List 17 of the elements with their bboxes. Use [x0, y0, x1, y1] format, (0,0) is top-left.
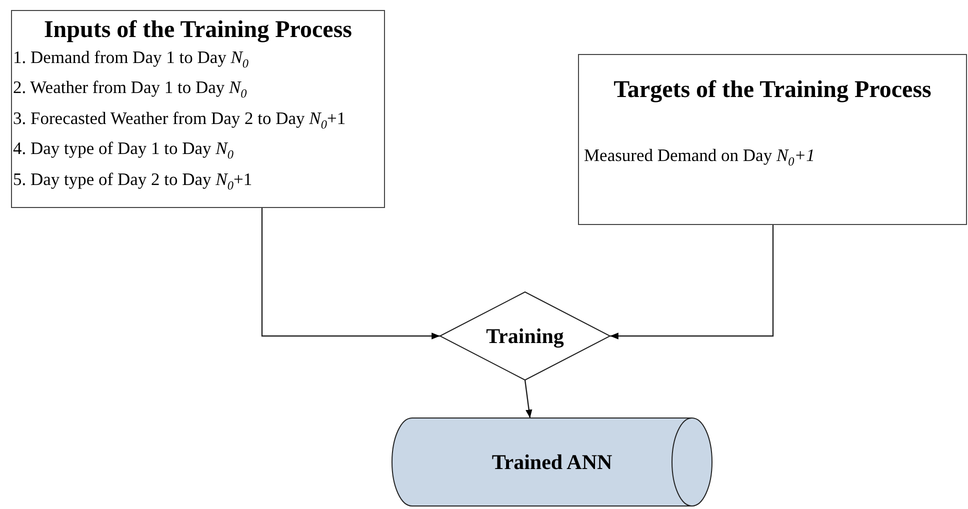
- process-box: [578, 54, 967, 225]
- node-label: Training: [486, 324, 564, 348]
- arrow: [610, 225, 774, 340]
- body-text: Measured Demand on Day N$_{0}$+1: [583, 144, 816, 170]
- list-item: 3. Forecasted Weather from Day 2 to Day N$_{0}$+1: [12, 106, 347, 134]
- list-item: 2. Weather from Day 1 to Day N$_{0}$: [12, 76, 248, 103]
- list-item: 5. Day type of Day 2 to Day N$_{0}$+1: [12, 168, 254, 194]
- process-box: [11, 10, 385, 208]
- arrow: [261, 208, 440, 340]
- decision-diamond: [440, 292, 610, 380]
- storage-cylinder: [392, 418, 712, 506]
- list-item: 1. Demand from Day 1 to Day N$_{0}$: [12, 46, 250, 72]
- box-heading: Targets of the Training Process: [612, 77, 932, 105]
- list-item: 4. Day type of Day 1 to Day N$_{0}$: [12, 137, 234, 164]
- arrow: [524, 380, 532, 418]
- node-label: Trained ANN: [492, 450, 612, 474]
- box-heading: Inputs of the Training Process: [42, 17, 354, 45]
